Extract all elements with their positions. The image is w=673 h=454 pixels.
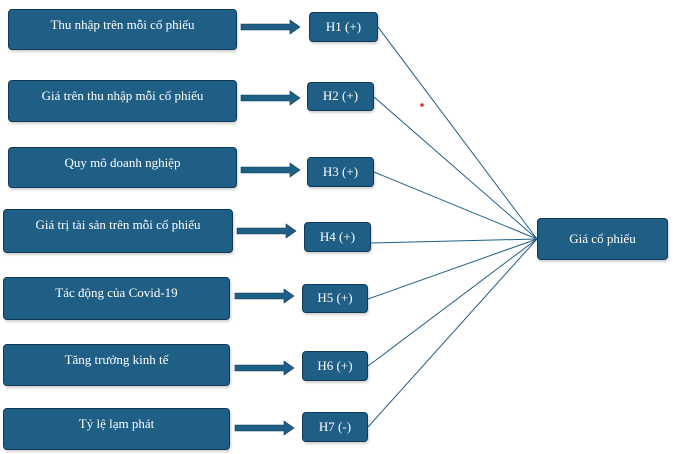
hypothesis-link-line xyxy=(373,96,538,240)
hypothesis-box: H6 (+) xyxy=(302,351,368,381)
block-arrow xyxy=(240,162,301,178)
hypothesis-label: H4 (+) xyxy=(319,228,356,244)
variable-box: Tỷ lệ lạm phát xyxy=(3,408,230,450)
block-arrow xyxy=(234,360,295,376)
variable-box: Giá trị tài sản trên mỗi cổ phiếu xyxy=(3,209,233,253)
hypothesis-link-line xyxy=(370,238,538,244)
stray-dot xyxy=(420,103,424,107)
variable-label: Quy mô doanh nghiệp xyxy=(64,155,181,170)
hypothesis-box: H2 (+) xyxy=(307,82,374,111)
hypothesis-box: H3 (+) xyxy=(307,157,374,187)
hypothesis-link-line xyxy=(373,171,538,240)
variable-label: Tăng trưởng kinh tế xyxy=(64,352,169,367)
block-arrow xyxy=(234,420,295,436)
arrows-group xyxy=(234,19,301,436)
hypothesis-link-line xyxy=(367,238,538,367)
variable-box: Tác động của Covid-19 xyxy=(3,277,230,320)
block-arrow xyxy=(240,19,301,35)
variable-box: Quy mô doanh nghiệp xyxy=(8,147,237,188)
outcome-box: Giá cổ phiếu xyxy=(537,218,668,260)
variable-label: Tỷ lệ lạm phát xyxy=(78,416,155,431)
hypothesis-box: H5 (+) xyxy=(302,284,368,313)
hypothesis-label: H5 (+) xyxy=(317,290,353,306)
block-arrow xyxy=(240,90,301,106)
links-group xyxy=(367,26,538,428)
variable-label: Thu nhập trên mỗi cổ phiếu xyxy=(50,17,195,32)
block-arrow xyxy=(234,288,295,304)
hypothesis-label: H1 (+) xyxy=(325,18,362,34)
outcome-label: Giá cổ phiếu xyxy=(569,230,636,246)
hypothesis-box: H1 (+) xyxy=(309,12,378,42)
variable-label: Tác động của Covid-19 xyxy=(55,285,178,300)
hypothesis-link-line xyxy=(367,238,538,300)
block-arrow xyxy=(236,223,297,239)
hypothesis-link-line xyxy=(367,238,538,428)
hypothesis-label: H7 (-) xyxy=(318,418,352,434)
hypothesis-link-line xyxy=(377,26,538,240)
hypothesis-label: H3 (+) xyxy=(322,163,359,179)
variable-label: Giá trị tài sản trên mỗi cổ phiếu xyxy=(35,217,201,232)
hypothesis-label: H6 (+) xyxy=(317,357,353,373)
variable-box: Giá trên thu nhập mỗi cổ phiếu xyxy=(8,80,237,122)
variable-box: Tăng trưởng kinh tế xyxy=(3,344,230,386)
variable-box: Thu nhập trên mỗi cổ phiếu xyxy=(8,9,237,50)
hypothesis-box: H7 (-) xyxy=(302,412,368,442)
variable-label: Giá trên thu nhập mỗi cổ phiếu xyxy=(41,88,204,103)
hypothesis-box: H4 (+) xyxy=(304,222,371,252)
hypothesis-label: H2 (+) xyxy=(322,88,359,104)
